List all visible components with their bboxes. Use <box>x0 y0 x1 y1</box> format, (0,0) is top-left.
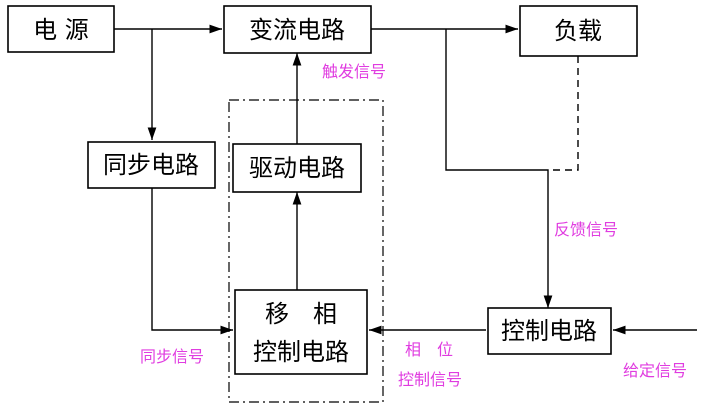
phase-shift-label-line2: 控制电路 <box>253 338 349 366</box>
sync-label: 同步电路 <box>103 151 199 179</box>
control-block: 控制电路 <box>487 307 612 355</box>
converter-label: 变流电路 <box>249 16 345 44</box>
phase-control-signal-label-line1: 相 位 <box>405 340 453 359</box>
driver-block: 驱动电路 <box>232 143 362 193</box>
load-label: 负载 <box>554 17 602 45</box>
phase-control-signal-label-line2: 控制信号 <box>398 370 462 389</box>
sync-block: 同步电路 <box>87 141 216 189</box>
feedback-signal-label: 反馈信号 <box>554 220 618 239</box>
wire-feedback <box>445 29 553 308</box>
wire-sync-signal <box>151 188 233 335</box>
phase-shift-label-line1: 移 相 <box>265 300 337 328</box>
power-label: 电 源 <box>33 16 89 44</box>
phase-shift-block: 移 相 控制电路 <box>234 289 368 375</box>
power-block: 电 源 <box>7 5 115 53</box>
load-block: 负载 <box>519 5 638 57</box>
sync-signal-label: 同步信号 <box>140 347 204 366</box>
driver-label: 驱动电路 <box>249 154 345 182</box>
reference-signal-label: 给定信号 <box>623 361 687 380</box>
control-label: 控制电路 <box>501 317 597 345</box>
phase-shift-group-boundary <box>228 99 384 403</box>
wire-load-feedback-dashed <box>548 56 579 171</box>
trigger-signal-label: 触发信号 <box>322 62 386 81</box>
converter-block: 变流电路 <box>223 5 372 54</box>
